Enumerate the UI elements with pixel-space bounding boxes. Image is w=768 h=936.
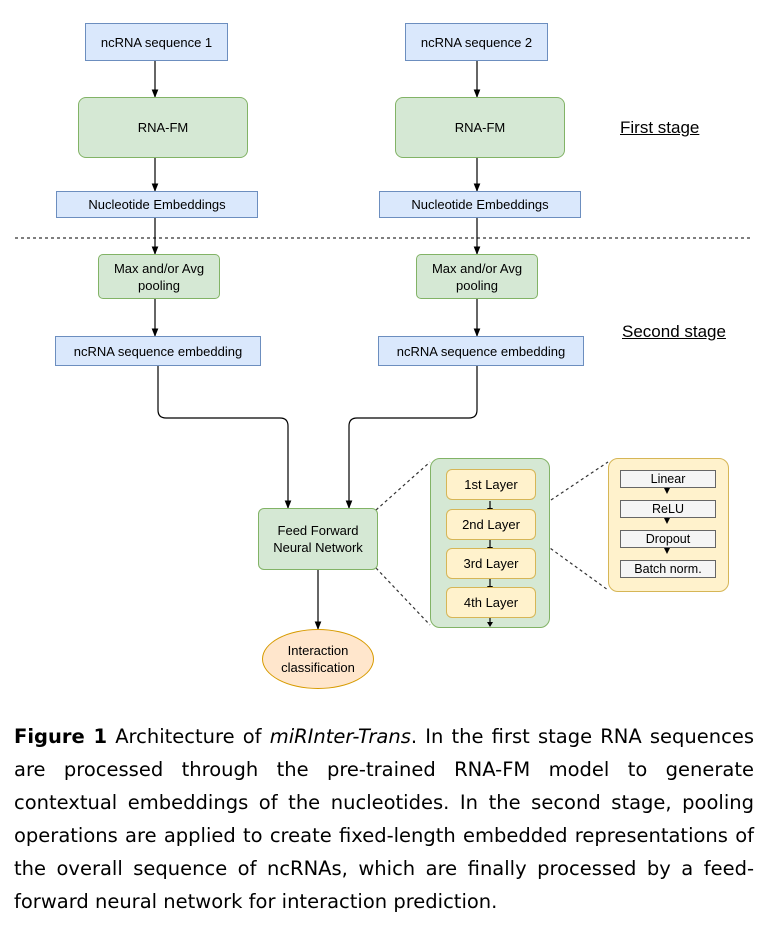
sequence-embedding-left: ncRNA sequence embedding — [55, 336, 261, 366]
zoom-line — [375, 567, 431, 626]
pooling-left: Max and/or Avg pooling — [98, 254, 220, 299]
caption-pre: Architecture of — [115, 725, 262, 748]
layer-op-box: Batch norm. — [620, 560, 716, 578]
arrow — [345, 366, 478, 509]
sequence-embedding-right: ncRNA sequence embedding — [378, 336, 584, 366]
layer-op-box: ReLU — [620, 500, 716, 518]
nucleotide-embeddings-left: Nucleotide Embeddings — [56, 191, 258, 218]
caption-body: . In the first stage RNA sequences are p… — [14, 725, 755, 913]
second-stage-label: Second stage — [622, 322, 726, 341]
input-sequence-1: ncRNA sequence 1 — [85, 23, 228, 61]
nucleotide-embeddings-right: Nucleotide Embeddings — [379, 191, 581, 218]
layer-box: 1st Layer — [446, 469, 536, 500]
layer-op-box: Linear — [620, 470, 716, 488]
rna-fm-model-left: RNA-FM — [78, 97, 248, 158]
interaction-classification: Interaction classification — [262, 629, 374, 689]
layer-box: 2nd Layer — [446, 509, 536, 540]
first-stage-label: First stage — [620, 118, 700, 137]
feed-forward-network: Feed Forward Neural Network — [258, 508, 378, 570]
pooling-right: Max and/or Avg pooling — [416, 254, 538, 299]
layer-box: 3rd Layer — [446, 548, 536, 579]
caption-label: Figure 1 — [14, 725, 108, 748]
layer-op-box: Dropout — [620, 530, 716, 548]
caption-model-name: miRInter-Trans — [269, 725, 411, 748]
zoom-line — [375, 461, 431, 511]
input-sequence-2: ncRNA sequence 2 — [405, 23, 548, 61]
arrow — [157, 366, 292, 509]
rna-fm-model-right: RNA-FM — [395, 97, 565, 158]
figure-caption: Figure 1 Architecture of miRInter-Trans.… — [14, 720, 754, 918]
layer-box: 4th Layer — [446, 587, 536, 618]
